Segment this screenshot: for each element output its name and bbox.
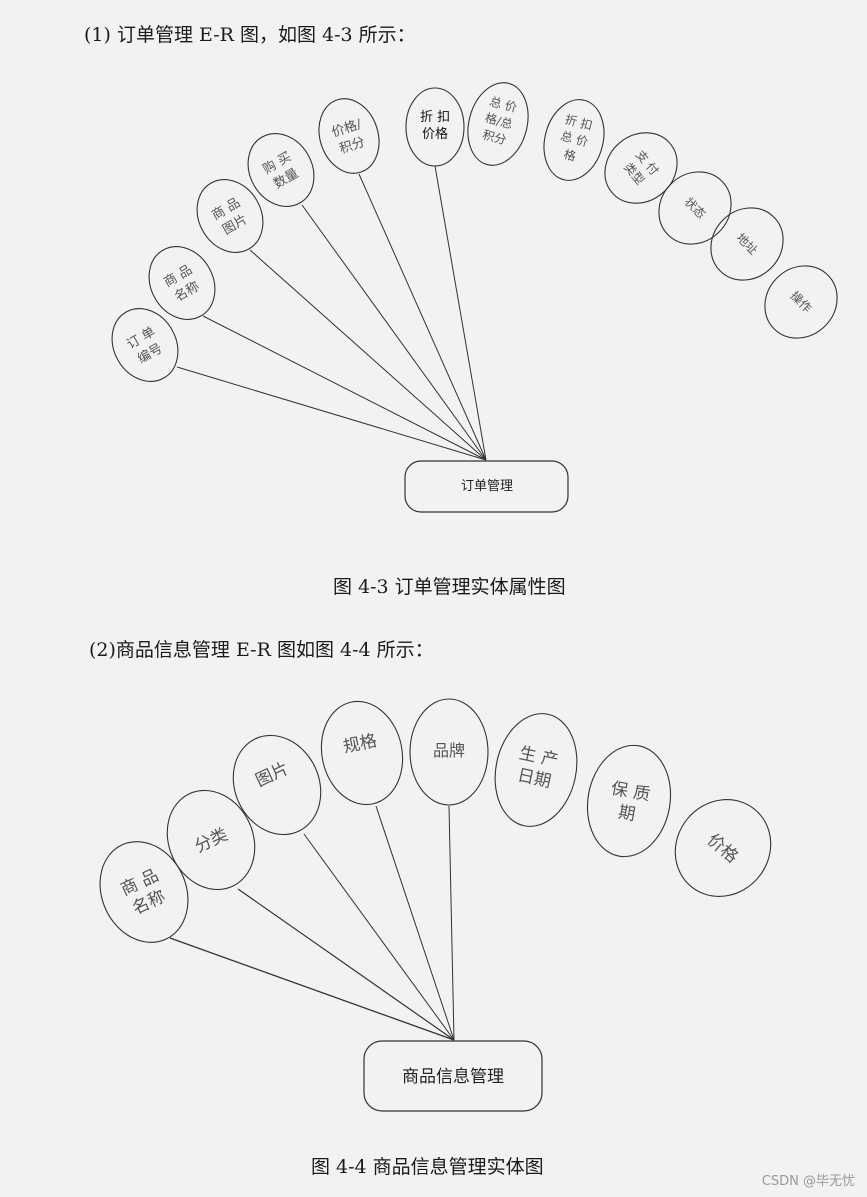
svg-text:品牌: 品牌 [433, 741, 465, 760]
attr-payment-type: 支 付 类型 [604, 132, 678, 204]
svg-text:总 价: 总 价 [559, 129, 590, 150]
order-management-entity: 订单管理 [404, 460, 569, 513]
svg-text:日期: 日期 [515, 765, 552, 792]
attr-operation: 操作 [764, 265, 838, 339]
attr-product-name-2: 商 品 名称 [99, 841, 189, 943]
svg-text:订单管理: 订单管理 [461, 479, 513, 494]
watermark: CSDN @毕无忧 [761, 1174, 855, 1189]
product-connectors [169, 805, 455, 1041]
figure-caption-4-4: 图 4-4 商品信息管理实体图 [311, 1156, 544, 1178]
product-info-entity: 商品信息管理 [363, 1040, 543, 1112]
svg-text:地址: 地址 [734, 231, 761, 258]
svg-text:期: 期 [617, 802, 637, 825]
order-connectors [176, 165, 487, 461]
svg-text:总 价: 总 价 [488, 94, 519, 115]
svg-text:格/总: 格/总 [483, 110, 514, 132]
svg-text:价格: 价格 [422, 126, 448, 142]
attr-status: 状态 [658, 171, 732, 245]
svg-text:商品信息管理: 商品信息管理 [402, 1067, 504, 1087]
svg-text:保 质: 保 质 [609, 779, 651, 806]
attr-price: 价格 [674, 799, 772, 897]
section2-heading: (2)商品信息管理 E-R 图如图 4-4 所示： [89, 639, 434, 661]
attr-discount-total: 折 扣 总 价 格 [543, 99, 605, 181]
attr-product-image: 商 品 图片 [196, 179, 264, 253]
attr-order-id: 订 单 编号 [111, 308, 179, 382]
svg-text:积分: 积分 [481, 128, 508, 148]
svg-text:价格: 价格 [703, 830, 742, 867]
section1-heading: (1) 订单管理 E-R 图，如图 4-3 所示： [84, 24, 416, 46]
figure-caption-4-3: 图 4-3 订单管理实体属性图 [333, 576, 566, 598]
attr-shelf-life: 保 质 期 [586, 744, 672, 858]
attr-product-name: 商 品 名称 [148, 246, 216, 320]
svg-text:状态: 状态 [682, 195, 709, 222]
svg-text:操作: 操作 [788, 288, 816, 316]
attr-purchase-qty: 购 买 数量 [247, 133, 315, 207]
attr-image: 图片 [232, 734, 322, 836]
attr-discount-price: 折 扣 价格 [405, 87, 465, 167]
attr-production-date: 生 产 日期 [494, 713, 578, 827]
attr-address: 地址 [710, 207, 784, 281]
attr-spec: 规格 [320, 700, 404, 806]
attr-price-points: 价格/ 积分 [318, 98, 380, 174]
attr-brand: 品牌 [409, 698, 489, 806]
svg-text:分类: 分类 [192, 825, 231, 857]
svg-text:规格: 规格 [341, 731, 378, 758]
svg-text:折 扣: 折 扣 [420, 110, 450, 125]
attr-category: 分类 [166, 789, 256, 891]
svg-text:格: 格 [562, 146, 577, 164]
svg-text:图片: 图片 [253, 759, 292, 791]
attr-total-price: 总 价 格/总 积分 [467, 82, 529, 166]
svg-text:折 扣: 折 扣 [563, 111, 594, 133]
